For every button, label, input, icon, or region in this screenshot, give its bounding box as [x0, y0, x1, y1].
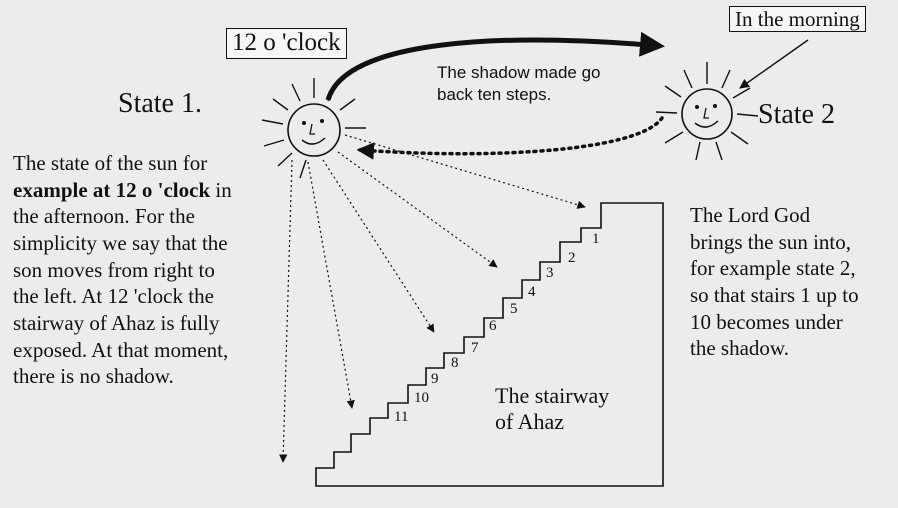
state-2-description: The Lord God brings the sun into, for ex… — [690, 202, 890, 362]
shadow-return-arrow — [356, 116, 664, 160]
caption-line: of Ahaz — [495, 409, 565, 435]
description-line: the afternoon. For the — [13, 204, 195, 229]
morning-label-box: In the morning — [729, 6, 866, 33]
step-number-8: 8 — [451, 355, 459, 371]
sun-state-2 — [655, 62, 759, 161]
description-line: The state of the sun for — [13, 151, 208, 175]
sun-rays — [279, 134, 586, 463]
step-number-7: 7 — [471, 340, 479, 356]
caption-line: The stairway — [495, 383, 610, 408]
step-number-11: 11 — [394, 409, 408, 425]
description-line: The Lord God — [690, 203, 811, 227]
sun-path-arrow — [325, 31, 665, 101]
shadow-note: The shadow made go back ten steps. — [437, 63, 601, 105]
description-line: there is no shadow. — [13, 364, 174, 389]
description-line: 10 becomes under — [690, 309, 843, 334]
description-line: son moves from right to — [13, 257, 215, 282]
step-number-1: 1 — [592, 231, 600, 247]
state-1-description: The state of the sun for example at 12 o… — [13, 150, 263, 390]
noon-label-box: 12 o 'clock — [226, 28, 347, 59]
stairway-of-ahaz — [315, 202, 664, 487]
description-line: stairway of Ahaz is fully — [13, 310, 220, 335]
description-line: example at 12 o 'clock in — [13, 177, 263, 204]
description-text: in — [210, 177, 232, 202]
step-number-2: 2 — [568, 250, 576, 266]
description-line: brings the sun into, — [690, 229, 851, 254]
morning-pointer-arrow — [739, 39, 809, 89]
description-line: simplicity we say that the — [13, 230, 228, 255]
step-number-6: 6 — [489, 318, 497, 334]
description-line: exposed. At that moment, — [13, 337, 229, 362]
description-line: the shadow. — [690, 336, 789, 361]
state-2-label: State 2 — [758, 99, 835, 130]
state-1-label: State 1. — [118, 88, 202, 119]
emphasis-text: example at 12 o 'clock — [13, 177, 211, 202]
description-line: for example state 2, — [690, 256, 856, 281]
step-number-9: 9 — [431, 371, 439, 387]
step-number-3: 3 — [546, 265, 554, 281]
step-number-4: 4 — [528, 284, 536, 300]
stairway-caption: The stairway of Ahaz — [495, 383, 609, 436]
step-numbers: 1 2 3 4 5 6 7 8 9 10 11 — [394, 231, 600, 425]
description-line: the left. At 12 'clock the — [13, 284, 214, 309]
step-number-5: 5 — [510, 301, 518, 317]
step-number-10: 10 — [414, 390, 429, 406]
sun-state-1 — [261, 78, 366, 179]
description-line: so that stairs 1 up to — [690, 282, 859, 307]
